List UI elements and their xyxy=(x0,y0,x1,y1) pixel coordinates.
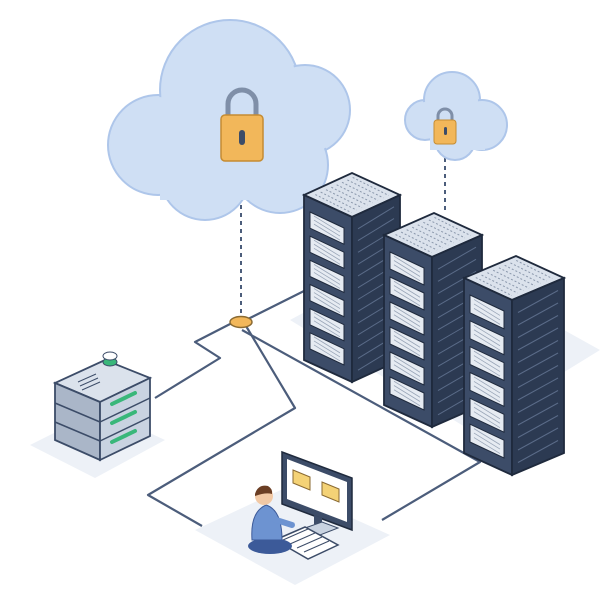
connection-line-hub-to-workstation xyxy=(146,325,297,527)
connection-line-hub-to-rack xyxy=(241,287,311,323)
monitor-icon xyxy=(281,450,353,536)
server-racks xyxy=(301,172,567,477)
storage-unit xyxy=(52,351,153,462)
server-rack-icon xyxy=(461,255,567,477)
workstation xyxy=(248,450,353,560)
storage-drive-icon xyxy=(52,351,153,462)
storage-indicator xyxy=(110,429,137,444)
server-rack-icon xyxy=(301,172,403,384)
cloud-large xyxy=(107,19,351,221)
storage-indicator xyxy=(110,410,137,425)
network-hub-node xyxy=(229,315,253,329)
keyboard-icon xyxy=(273,526,340,560)
connection-line-hub-to-racks-bottom xyxy=(241,329,482,521)
storage-indicator xyxy=(110,391,137,406)
connection-line-hub-to-storage xyxy=(154,321,235,399)
cloud-small xyxy=(404,71,508,161)
connection-lines xyxy=(146,287,482,527)
padlock-icon xyxy=(433,107,457,145)
screen-tile xyxy=(292,469,311,491)
screen-tile xyxy=(321,481,340,503)
padlock-icon xyxy=(220,87,264,162)
user-icon xyxy=(248,485,295,554)
